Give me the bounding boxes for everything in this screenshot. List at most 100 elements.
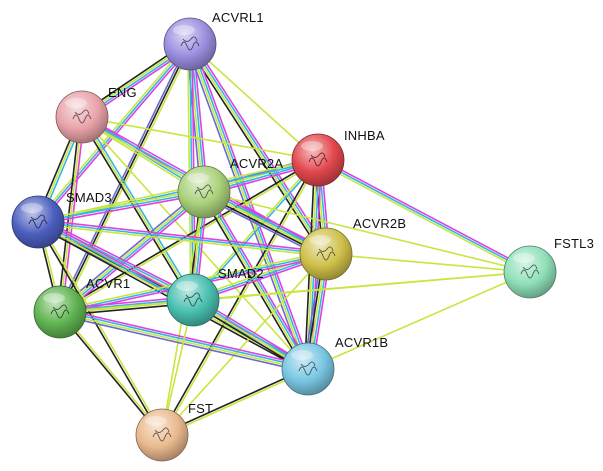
node-smad2[interactable]: SMAD2	[166, 266, 264, 327]
protein-structure-icon	[183, 292, 203, 307]
protein-structure-icon	[308, 152, 328, 167]
protein-structure-icon	[72, 109, 92, 124]
edge-smad3-acvr2b	[36, 219, 328, 258]
node-bubble[interactable]	[135, 408, 189, 462]
edge-strand-experimental	[37, 193, 206, 225]
node-label: INHBA	[344, 128, 385, 143]
node-highlight	[43, 293, 65, 303]
edge-strand-textmining	[161, 369, 310, 437]
protein-structure-icon	[520, 264, 540, 279]
node-highlight	[187, 173, 209, 183]
node-smad3[interactable]: SMAD3	[11, 190, 112, 249]
edge-strand-textmining	[203, 191, 531, 273]
edge-strand-database	[317, 159, 531, 273]
protein-structure-icon	[194, 184, 214, 199]
edge-strand-database	[190, 42, 328, 255]
node-label: ACVR2A	[230, 156, 283, 171]
edge-strand-textmining	[61, 44, 193, 314]
node-acvr1b[interactable]: ACVR1B	[281, 335, 388, 396]
edge-strand-textmining	[161, 253, 327, 436]
protein-structure-icon	[152, 427, 172, 442]
node-highlight	[513, 253, 535, 263]
node-acvr1[interactable]: ACVR1	[33, 276, 130, 339]
edge-strand-experimental	[192, 42, 312, 369]
node-highlight	[145, 416, 167, 426]
edge-strand-textmining	[325, 253, 531, 273]
edge-strand-textmining	[38, 220, 164, 436]
edge-smad3-fst	[36, 220, 164, 437]
edge-strand-experimental	[37, 219, 328, 253]
edge-acvr2b-fst	[161, 253, 327, 436]
node-label: ENG	[108, 85, 137, 100]
edge-strand-textmining	[59, 310, 164, 436]
node-bubble[interactable]	[33, 285, 87, 339]
edge-strand-coexpression	[36, 221, 162, 437]
edge-strand-textmining	[162, 159, 320, 437]
edge-eng-smad2	[79, 115, 196, 302]
node-label: FSTL3	[554, 236, 594, 251]
protein-structure-icon	[180, 36, 200, 51]
node-eng[interactable]: ENG	[55, 85, 137, 144]
edge-strand-experimental	[318, 157, 532, 271]
edge-acvr1-fst	[58, 310, 164, 437]
edge-strand-database	[37, 221, 327, 255]
node-highlight	[309, 235, 331, 245]
edge-smad2-fstl3	[192, 271, 531, 301]
node-bubble[interactable]	[503, 245, 557, 299]
node-bubble[interactable]	[291, 133, 345, 187]
edge-acvrl1-inhba	[189, 43, 319, 161]
edge-strand-textmining	[81, 116, 194, 301]
node-bubble[interactable]	[11, 195, 65, 249]
edge-strand-textmining	[36, 189, 205, 221]
edge-strand-coexpression	[58, 311, 162, 437]
edge-strand-database	[83, 115, 196, 300]
edge-strand-coexpression	[186, 44, 325, 257]
edge-strand-coexpression	[79, 117, 192, 302]
edge-strand-database	[193, 159, 320, 302]
edge-acvr2b-fstl3	[325, 253, 531, 273]
protein-structure-icon	[28, 214, 48, 229]
edge-strand-textmining	[316, 161, 530, 275]
node-label: FST	[188, 401, 213, 416]
node-acvrl1[interactable]: ACVRL1	[163, 10, 264, 71]
edge-acvr2a-smad3	[36, 189, 206, 225]
node-label: ACVR1B	[335, 335, 388, 350]
node-label: SMAD3	[66, 190, 112, 205]
node-bubble[interactable]	[281, 342, 335, 396]
edge-strand-experimental	[39, 217, 196, 297]
node-highlight	[173, 25, 195, 35]
node-inhba[interactable]: INHBA	[291, 128, 385, 187]
edge-acvr2a-fstl3	[203, 191, 531, 273]
edge-strand-homology	[57, 188, 203, 311]
node-fst[interactable]: FST	[135, 401, 213, 462]
edge-strand-database	[59, 192, 206, 314]
node-fstl3[interactable]: FSTL3	[503, 236, 594, 299]
edge-acvr2a-acvr1	[57, 188, 207, 316]
node-highlight	[65, 98, 87, 108]
node-bubble[interactable]	[163, 17, 217, 71]
node-bubble[interactable]	[166, 273, 220, 327]
edge-strand-textmining	[58, 190, 205, 313]
node-bubble[interactable]	[177, 165, 231, 219]
node-bubble[interactable]	[55, 90, 109, 144]
edge-inhba-fstl3	[316, 157, 532, 275]
edge-strand-textmining	[192, 271, 531, 301]
node-highlight	[176, 281, 198, 291]
edge-acvrl1-acvr1	[57, 42, 193, 314]
edge-strand-coexpression	[58, 158, 319, 312]
edge-eng-inhba	[81, 116, 319, 161]
node-highlight	[291, 350, 313, 360]
node-highlight	[301, 141, 323, 151]
node-label: ACVRL1	[212, 10, 264, 25]
node-label: SMAD2	[218, 266, 264, 281]
edge-strand-textmining	[307, 271, 531, 370]
protein-structure-icon	[316, 246, 336, 261]
edge-strand-coexpression	[59, 43, 191, 313]
node-acvr2a[interactable]: ACVR2A	[177, 156, 283, 219]
node-bubble[interactable]	[299, 227, 353, 281]
edge-strand-database	[190, 42, 310, 370]
edge-strand-coexpression	[160, 367, 309, 435]
node-acvr2b[interactable]: ACVR2B	[299, 216, 406, 281]
